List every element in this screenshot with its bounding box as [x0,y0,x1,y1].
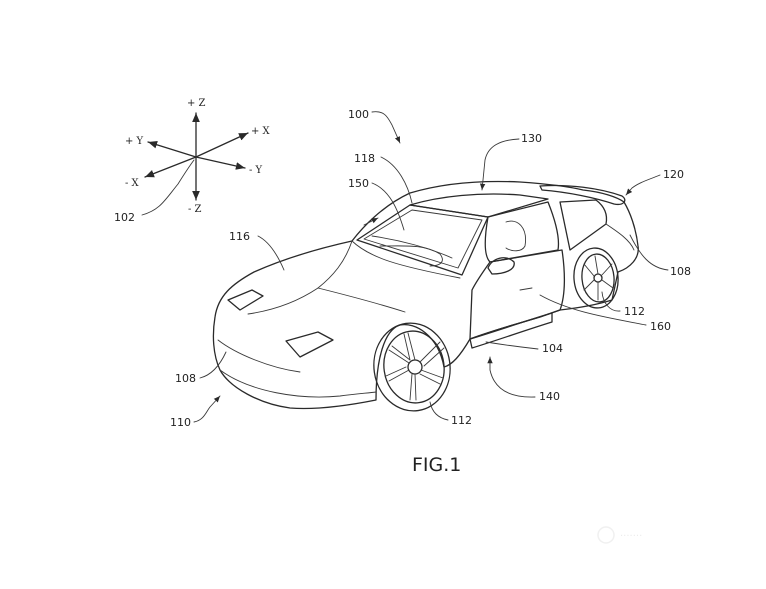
body-outline [212,180,639,410]
label-100: 100 [348,108,369,121]
headlight-right [285,331,334,358]
label-150: 150 [348,177,369,190]
leader-lines [193,111,669,423]
label-160: 160 [650,320,671,333]
roof-panel [409,193,549,218]
seat-headrest [505,220,526,252]
label-110: 110 [170,416,191,429]
rear-quarter-window [559,199,608,251]
plus-x-label: + X [251,126,271,137]
label-112-rear: 112 [624,305,645,318]
hood-rear-line [351,240,461,279]
front-bumper-line [219,369,377,398]
dash-line [371,235,453,259]
minus-x-axis [144,156,197,178]
axes-origin-leader [141,159,195,216]
hood-side-line [317,287,406,313]
label-108-front: 108 [175,372,196,385]
rear-fender-line [605,223,635,251]
hood-edge [247,240,353,315]
headlight-left [227,289,264,311]
minus-x-label: - X [125,178,140,189]
wheel-front [373,322,451,412]
side-sill [469,312,553,349]
label-120: 120 [663,168,684,181]
watermark: ······· [597,526,642,544]
rear-spoiler [539,184,626,206]
side-window [484,201,560,263]
label-116: 116 [229,230,250,243]
door-handle [519,287,533,291]
coordinate-axes: + Z - Z + X - X + Y - Y [125,98,271,216]
label-102: 102 [114,211,135,224]
minus-y-label: - Y [249,165,263,176]
minus-z-label: - Z [188,204,202,215]
wheel-rear [573,247,619,309]
figure-caption: FIG.1 [412,454,461,476]
svg-text:·······: ······· [620,531,642,542]
label-140: 140 [539,390,560,403]
plus-y-axis [147,140,197,158]
plus-y-label: + Y [125,136,144,147]
plus-z-label: + Z [187,98,206,109]
door-panel [469,249,566,340]
label-118: 118 [354,152,375,165]
front-lip-line [217,339,301,373]
steering-wheel [379,245,443,267]
reference-numerals: 100 130 118 150 120 116 102 108 112 160 … [114,108,691,429]
label-130: 130 [521,132,542,145]
label-108-rear: 108 [670,265,691,278]
vehicle-drawing [212,180,639,410]
label-112-front: 112 [451,414,472,427]
label-104: 104 [542,342,563,355]
minus-y-axis [195,156,246,170]
plus-x-axis [195,132,249,158]
windshield-glass [363,209,483,269]
